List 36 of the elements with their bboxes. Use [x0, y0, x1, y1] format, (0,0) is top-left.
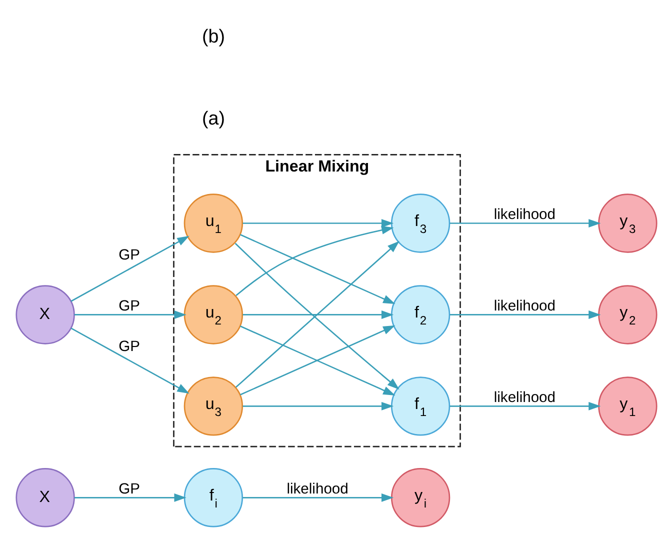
- node-circle: f$_{1}$: [390, 376, 450, 436]
- arrow: [242, 219, 394, 228]
- edge-label: likelihood: [286, 481, 348, 498]
- arrow: [74, 493, 186, 502]
- edge-label: GP: [118, 247, 140, 264]
- node-circle: u$_{2}$: [183, 285, 243, 344]
- node-circle: f$_{3}$: [390, 194, 450, 253]
- node-circle: f$_{i}$: [183, 468, 243, 528]
- node-circle: X: [15, 468, 74, 528]
- node-circle: u$_{1}$: [183, 194, 243, 253]
- arrow: [70, 236, 189, 302]
- arrow: [239, 234, 395, 304]
- node-circle: y$_{i}$: [390, 468, 450, 528]
- arrow: [242, 310, 394, 319]
- node-circle: u$_{3}$: [183, 376, 243, 436]
- edge-label: GP: [118, 298, 140, 314]
- arrow: [449, 310, 600, 319]
- arrow: [242, 402, 394, 410]
- edge-label: likelihood: [493, 298, 556, 314]
- edge-label: GP: [118, 338, 140, 355]
- edge-label: GP: [118, 481, 140, 498]
- arrow: [449, 402, 600, 410]
- label: (a): [201, 108, 225, 129]
- node-circle: X: [15, 285, 74, 344]
- edge-label: likelihood: [493, 206, 556, 223]
- edge-label: likelihood: [493, 390, 556, 406]
- arrow: [74, 310, 186, 319]
- label: (b): [201, 26, 225, 47]
- node-circle: y$_{3}$: [598, 194, 657, 253]
- arrow: [242, 493, 394, 502]
- node-circle: y$_{2}$: [598, 285, 657, 344]
- arrow: [449, 219, 600, 228]
- arrow: [235, 226, 394, 296]
- node-circle: y$_{1}$: [598, 376, 657, 436]
- arrow: [70, 328, 189, 394]
- node-circle: f$_{2}$: [390, 285, 450, 344]
